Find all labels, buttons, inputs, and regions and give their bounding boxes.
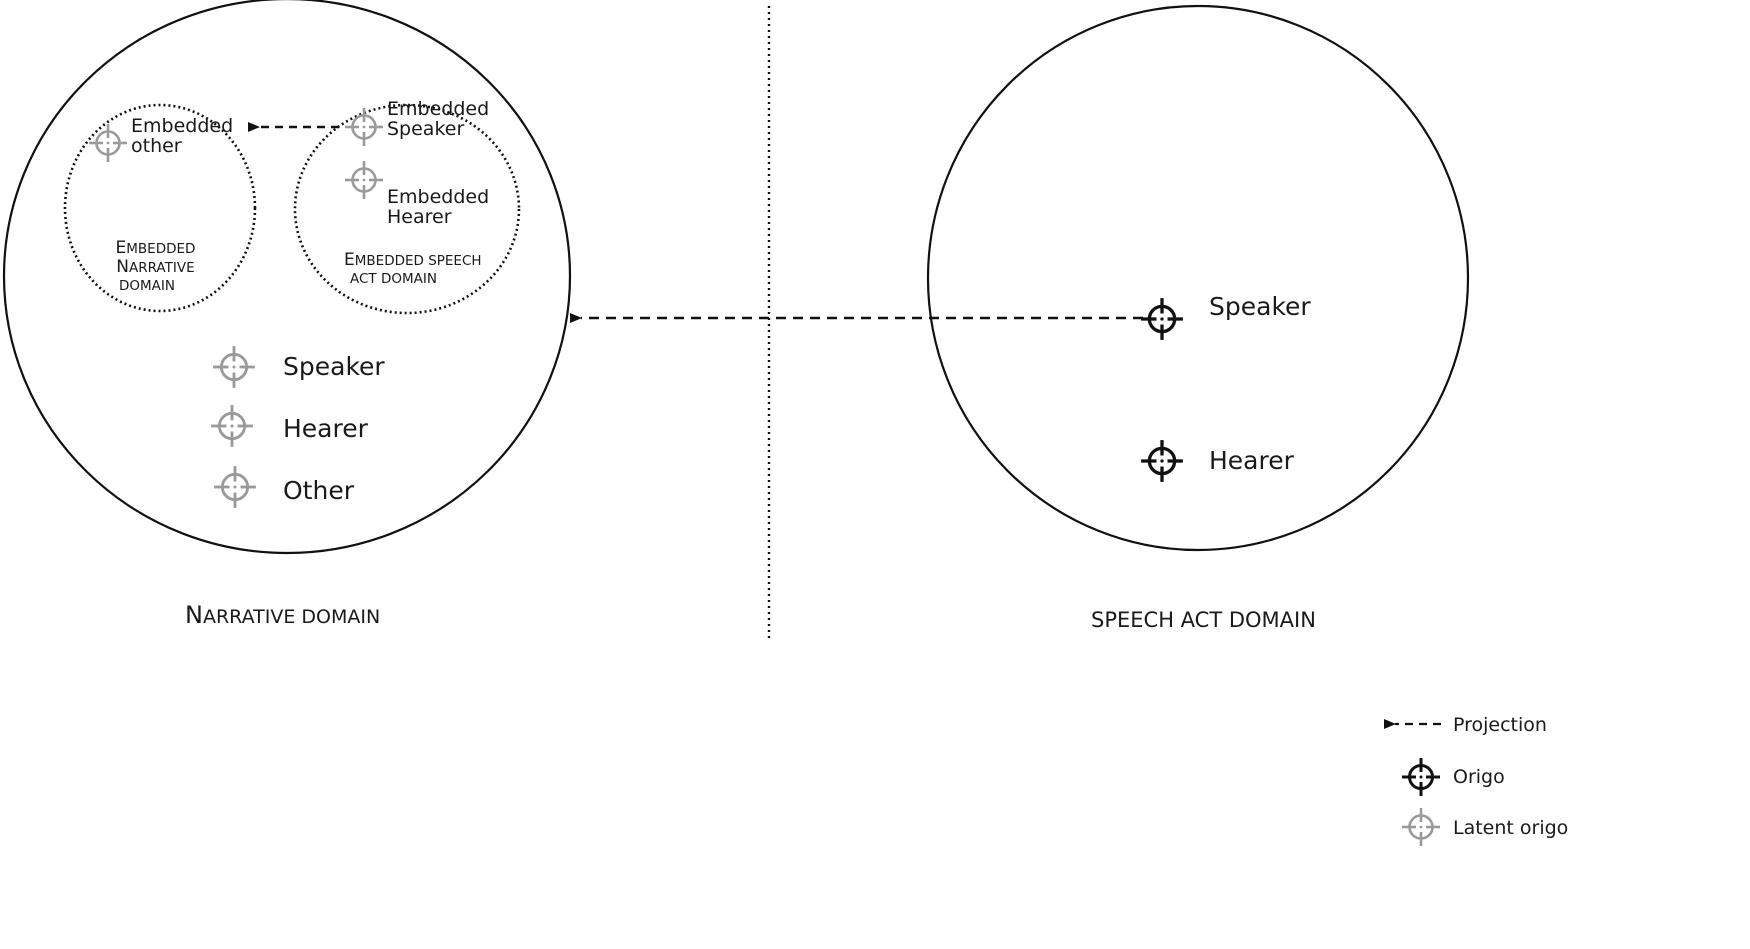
- narrative-hearer-label: Hearer: [283, 414, 369, 443]
- legend-latent-origo-label: Latent origo: [1453, 817, 1568, 839]
- legend-origo-icon: [1401, 757, 1441, 797]
- embedded-other-latent-origo-icon: [88, 123, 128, 163]
- narrative-domain: Embedded other EMBEDDED NARRATIVE DOMAIN…: [2, 0, 572, 555]
- legend-origo-label: Origo: [1453, 766, 1505, 788]
- narrative-other-label: Other: [283, 476, 355, 505]
- embedded-speech-act-domain-title: EMBEDDED SPEECH ACT DOMAIN: [344, 250, 487, 287]
- narrative-speaker-latent-origo-icon: [212, 345, 256, 389]
- narrative-hearer-latent-origo-icon: [210, 404, 254, 448]
- legend: Projection Origo Latent origo: [1384, 714, 1568, 847]
- narrative-domain-circle: [2, 0, 572, 555]
- embedded-speech-act-ellipse: [293, 103, 521, 315]
- embedded-narrative-ellipse: [63, 103, 257, 313]
- speaker-origo-icon: [1140, 297, 1184, 341]
- speaker-label: Speaker: [1209, 292, 1311, 321]
- embedded-hearer-label: Embedded Hearer: [387, 186, 495, 228]
- embedded-speaker-label: Embedded Speaker: [387, 98, 495, 140]
- speech-act-domain-circle: [926, 4, 1470, 552]
- hearer-label: Hearer: [1209, 446, 1295, 475]
- narrative-domain-title: NARRATIVE DOMAIN: [185, 601, 380, 629]
- narrative-speaker-label: Speaker: [283, 352, 385, 381]
- speech-act-domain: Speaker Hearer: [926, 4, 1470, 552]
- embedded-other-label: Embedded other: [131, 115, 239, 157]
- legend-latent-origo-icon: [1401, 807, 1441, 847]
- legend-projection-label: Projection: [1453, 714, 1547, 736]
- embedded-narrative-domain: Embedded other EMBEDDED NARRATIVE DOMAIN: [63, 103, 257, 313]
- hearer-origo-icon: [1140, 439, 1184, 483]
- embedded-speech-act-domain: Embedded Speaker Embedded Hearer EMBEDDE…: [293, 98, 521, 315]
- embedded-hearer-latent-origo-icon: [344, 160, 384, 200]
- narrative-other-latent-origo-icon: [213, 465, 257, 509]
- speech-act-domain-title: SPEECH ACT DOMAIN: [1091, 608, 1316, 632]
- embedded-narrative-domain-title: EMBEDDED NARRATIVE DOMAIN: [116, 238, 201, 294]
- embedded-speaker-latent-origo-icon: [344, 107, 384, 147]
